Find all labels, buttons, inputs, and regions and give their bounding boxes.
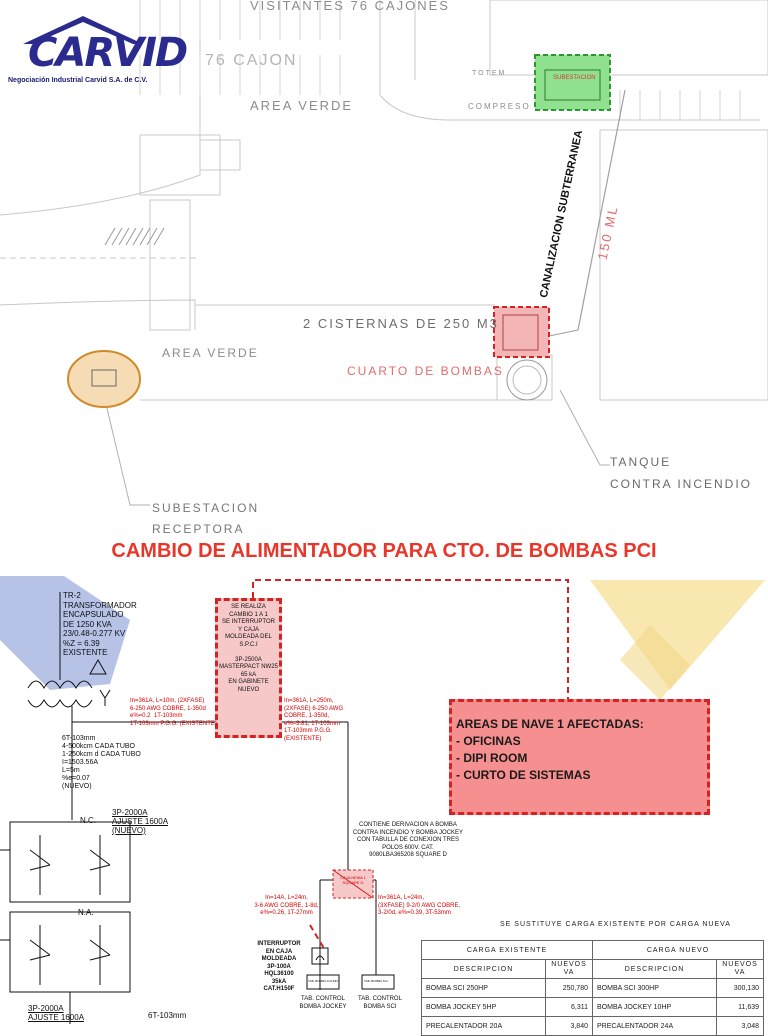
plan-label-subestacion-tag: SUBESTACION	[553, 75, 596, 81]
plan-label-receptora: RECEPTORA	[152, 522, 245, 536]
bottom-conduit-spec: 6T-103mm	[148, 1011, 187, 1020]
yellow-decor-triangle	[590, 580, 765, 690]
col-header-va-old: NUEVOS VA	[545, 959, 593, 979]
tab-sci-label: TAB. CONTROL BOMBA SCI	[358, 996, 402, 1010]
affected-areas-heading: AREAS DE NAVE 1 AFECTADAS:	[456, 717, 644, 731]
logo-company-name: Negociación Industrial Carvid S.A. de C.…	[8, 77, 148, 84]
plan-label-cuarto-bombas: CUARTO DE BOMBAS	[347, 364, 504, 378]
cell-va-old: 3,840	[545, 1016, 593, 1036]
affected-areas-box: AREAS DE NAVE 1 AFECTADAS: - OFICINAS - …	[449, 699, 710, 815]
label-normally-open: N.A.	[78, 908, 94, 917]
plan-label-tanque: TANQUE	[610, 455, 672, 469]
plan-label-compresor: COMPRESO	[468, 102, 531, 111]
plan-label-cajones: 76 CAJON	[205, 52, 298, 69]
affected-area-item: - OFICINAS	[456, 734, 521, 748]
group-header-existente: CARGA EXISTENTE	[421, 940, 593, 960]
table-group-header-row: CARGA EXISTENTE CARGA NUEVO	[421, 940, 764, 960]
derivacion-note: CONTIENE DERIVACION A BOMBA CONTRA INCEN…	[352, 822, 464, 858]
breaker-change-text: SE REALIZA CAMBIO 1 A 1 SE INTERRUPTOR Y…	[219, 604, 278, 693]
label-normally-closed: N.C.	[80, 816, 96, 825]
col-header-va-new: NUEVOS VA	[716, 959, 764, 979]
plan-label-contra-incendio: CONTRA INCENDIO	[610, 477, 753, 491]
cell-desc-old: PRECALENTADOR 20A	[421, 1016, 546, 1036]
breaker-change-box	[215, 598, 282, 738]
page-title: CAMBIO DE ALIMENTADOR PARA CTO. DE BOMBA…	[111, 540, 657, 562]
logo-word: CARVID	[28, 30, 188, 76]
feeder-sci-spec: In=361A, L=24m, (3XFASE) 9-2/0 AWG COBRE…	[378, 895, 461, 916]
cell-va-new: 3,048	[716, 1016, 764, 1036]
breaker-bottom-spec: 3P-2000A AJUSTE 1600A	[28, 1004, 85, 1022]
plan-label-totem: TOTEM	[472, 70, 507, 77]
col-header-desc-new: DESCRIPCION	[592, 959, 717, 979]
company-logo: CARVID Negociación Industrial Carvid S.A…	[8, 8, 188, 86]
table-row: BOMBA SCI 250HP 250,780 BOMBA SCI 300HP …	[421, 978, 764, 998]
bus-spec: 6T-103mm 4-500kcm CADA TUBO 1-250kcm d C…	[62, 735, 141, 790]
substation-highlight	[534, 54, 611, 111]
site-plan	[0, 0, 768, 506]
feeder-jockey-spec: In=14A, L=24m, 3-6 AWG COBRE, 1-8d, e%=0…	[254, 895, 319, 916]
feeder-right-spec: In=361A, L=250m, (2XFASE) 6-250 AWG COBR…	[284, 698, 344, 742]
house-roof-icon	[23, 16, 143, 44]
cell-desc-new: BOMBA JOCKEY 10HP	[592, 997, 717, 1017]
receiving-substation-highlight	[67, 350, 141, 408]
feeder-left-spec: In=361A, L=10m, (2XFASE) 6-250 AWG COBRE…	[130, 698, 217, 727]
plan-label-visitantes: VISITANTES 76 CAJONES	[250, 0, 450, 13]
cell-desc-new: PRECALENTADOR 24A	[592, 1016, 717, 1036]
plan-label-cisternas: 2 CISTERNAS DE 250 M3	[303, 316, 499, 331]
caja-nema-label: CAJA NEMA 1 SQUARE D	[340, 875, 366, 885]
col-header-desc-old: DESCRIPCION	[421, 959, 546, 979]
plan-label-subestacion: SUBESTACION	[152, 501, 260, 515]
breaker-top-spec: 3P-2000A AJUSTE 1600A (NUEVO)	[112, 808, 169, 835]
cell-va-old: 6,311	[545, 997, 593, 1017]
transformer-spec: TR-2 TRANSFORMADOR ENCAPSULADO DE 1250 K…	[63, 591, 137, 657]
table-note: SE SUSTITUYE CARGA EXISTENTE POR CARGA N…	[500, 921, 731, 928]
tab-sci-inner: TAB. BOMBA SCI	[364, 979, 388, 983]
yellow-decor-diamond	[620, 625, 690, 700]
cell-desc-old: BOMBA JOCKEY 5HP	[421, 997, 546, 1017]
tab-jockey-label: TAB. CONTROL BOMBA JOCKEY	[299, 996, 347, 1010]
cell-desc-new: BOMBA SCI 300HP	[592, 978, 717, 998]
plan-label-area-verde-top: AREA VERDE	[250, 98, 354, 113]
affected-area-item: - DIPI ROOM	[456, 751, 528, 765]
interruptor-spec: INTERRUPTOR EN CAJA MOLDEADA 3P-100A HQL…	[257, 941, 301, 992]
cell-desc-old: BOMBA SCI 250HP	[421, 978, 546, 998]
table-row: PRECALENTADOR 20A 3,840 PRECALENTADOR 24…	[421, 1016, 764, 1036]
table-row: BOMBA JOCKEY 5HP 6,311 BOMBA JOCKEY 10HP…	[421, 997, 764, 1017]
group-header-nuevo: CARGA NUEVO	[592, 940, 764, 960]
affected-area-item: - CURTO DE SISTEMAS	[456, 768, 591, 782]
load-comparison-table: CARGA EXISTENTE CARGA NUEVO DESCRIPCION …	[421, 940, 764, 1036]
cell-va-new: 300,130	[716, 978, 764, 998]
cell-va-new: 11,639	[716, 997, 764, 1017]
plan-label-area-verde-bottom: AREA VERDE	[162, 346, 259, 360]
table-column-header-row: DESCRIPCION NUEVOS VA DESCRIPCION NUEVOS…	[421, 959, 764, 979]
cell-va-old: 250,780	[545, 978, 593, 998]
tab-jockey-inner: TAB. BOMBA JOCKEY	[308, 979, 339, 983]
